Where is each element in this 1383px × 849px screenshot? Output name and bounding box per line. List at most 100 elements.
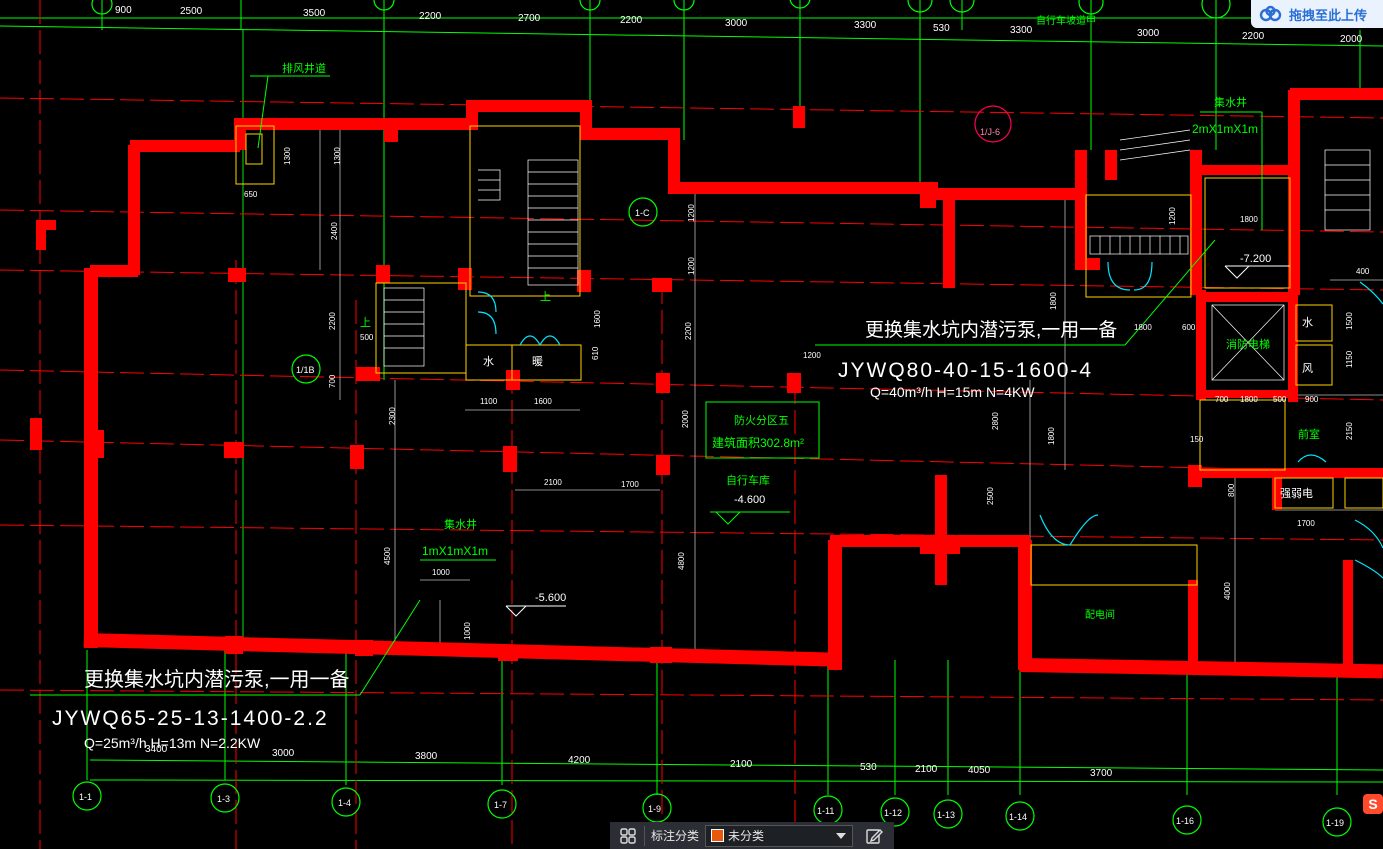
axis-label: 1-3: [217, 794, 230, 804]
top-dim: 2700: [518, 13, 541, 24]
ime-badge[interactable]: S: [1363, 794, 1383, 814]
cloud-icon: [1259, 5, 1282, 22]
dim: 610: [591, 346, 600, 360]
dim: 150: [1190, 435, 1204, 444]
note-bike-garage: 自行车库: [726, 473, 770, 487]
dim: 500: [1273, 395, 1287, 404]
top-dim: 2200: [1242, 31, 1265, 42]
room-front: 前室: [1298, 427, 1320, 441]
axis-label: 1-12: [884, 808, 902, 818]
note-exhaust-shaft: 排风井道: [282, 61, 326, 75]
dim: 2200: [328, 312, 337, 330]
room-wind: 风: [1302, 362, 1313, 375]
bottom-dim: 4050: [968, 765, 991, 776]
category-color-swatch: [711, 829, 725, 842]
bottom-dim: 3400: [145, 744, 168, 755]
dim: 1000: [463, 622, 472, 640]
dim: 1700: [621, 480, 639, 489]
pump1-spec: Q=25m³/h H=13m N=2.2KW: [84, 735, 261, 751]
axis-label: 1-9: [648, 804, 661, 814]
dim: 650: [244, 190, 258, 199]
top-dim: 530: [933, 23, 950, 34]
top-dim: 2000: [1340, 34, 1363, 45]
dim: 1100: [480, 397, 498, 406]
axis-label: 1-14: [1009, 812, 1027, 822]
interior-lines: [235, 125, 1383, 586]
top-dim: 2500: [180, 6, 203, 17]
dim: 1600: [593, 310, 602, 328]
dim: 600: [1182, 323, 1196, 332]
dim: 1200: [687, 257, 696, 275]
dim: 2500: [986, 487, 995, 505]
axis-label: 1-C: [635, 208, 650, 218]
dim: 1600: [534, 397, 552, 406]
note-sump2-size: 2mX1mX1m: [1192, 122, 1258, 136]
dim: 700: [328, 374, 337, 388]
axis-grid: [0, 0, 1383, 795]
axis-label: 1-13: [937, 810, 955, 820]
axis-label: 1-1: [79, 792, 92, 802]
dim: 1300: [283, 147, 292, 165]
note-sump1-title: 集水井: [444, 517, 477, 531]
bottom-dim: 2100: [730, 759, 753, 770]
dim: 900: [1305, 395, 1319, 404]
dim: 1800: [1134, 323, 1152, 332]
top-dim: 2200: [620, 15, 643, 26]
room-water: 水: [483, 355, 494, 368]
axis-label: 1-4: [338, 798, 351, 808]
dim: 1200: [1168, 207, 1177, 225]
dim: 2200: [684, 322, 693, 340]
dim: 1800: [1047, 427, 1056, 445]
dim: 1300: [333, 147, 342, 165]
axis-label: 1-7: [494, 800, 507, 810]
toolbar-divider: [644, 825, 645, 846]
room-hvac: 暖: [532, 355, 543, 368]
bottom-dim: 2100: [915, 764, 938, 775]
dim: 1200: [687, 204, 696, 222]
doors: [477, 261, 1383, 579]
dim: 1800: [1049, 292, 1058, 310]
top-dim: 3000: [725, 18, 748, 29]
dim: 2000: [681, 410, 690, 428]
dim: 4500: [383, 547, 392, 565]
bottom-dim: 3800: [415, 751, 438, 762]
annotation-toolbar: 标注分类 未分类: [610, 822, 894, 849]
room-fire-elevator: 消防电梯: [1226, 337, 1270, 351]
top-dim: 3300: [854, 20, 877, 31]
dimension-lines: [319, 130, 1383, 670]
dim: 2300: [388, 407, 397, 425]
walls: [30, 88, 1383, 679]
note-fire-zone: 防火分区五: [734, 413, 789, 427]
dim: 4000: [1223, 582, 1232, 600]
note-sump2-title: 集水井: [1214, 95, 1247, 109]
bottom-dim: 3000: [272, 748, 295, 759]
edit-icon[interactable]: [861, 825, 887, 847]
dim: 2800: [991, 412, 1000, 430]
upload-button[interactable]: 拖拽至此上传: [1251, 0, 1383, 28]
top-dim: 900: [115, 5, 132, 16]
dim: 500: [360, 333, 374, 342]
dim: 1800: [1240, 395, 1258, 404]
bottom-dim: 4200: [568, 755, 591, 766]
pump2-title: 更换集水坑内潜污泵,一用一备: [865, 319, 1117, 341]
dim: 4800: [677, 552, 686, 570]
room-distribution: 配电间: [1085, 608, 1115, 621]
upload-button-label: 拖拽至此上传: [1289, 7, 1368, 23]
top-dim: 3500: [303, 8, 326, 19]
stair-up: 上: [360, 316, 371, 329]
dim: 700: [1215, 395, 1229, 404]
top-dim: 2200: [419, 11, 442, 22]
pump1-model: JYWQ65-25-13-1400-2.2: [52, 707, 329, 730]
text-layer: 900 2500 3500 2200 2700 2200 3000 3300 5…: [52, 5, 1370, 828]
room-water2: 水: [1302, 316, 1313, 329]
axis-label: 1-16: [1176, 816, 1194, 826]
category-select-value: 未分类: [728, 829, 765, 843]
annotation-category-select[interactable]: 未分类: [705, 824, 854, 847]
axis-label: 1-19: [1326, 818, 1344, 828]
pump2-model: JYWQ80-40-15-1600-4: [838, 359, 1093, 382]
dim: 1200: [803, 351, 821, 360]
grid-icon[interactable]: [616, 825, 640, 847]
dim: 1800: [1240, 215, 1258, 224]
